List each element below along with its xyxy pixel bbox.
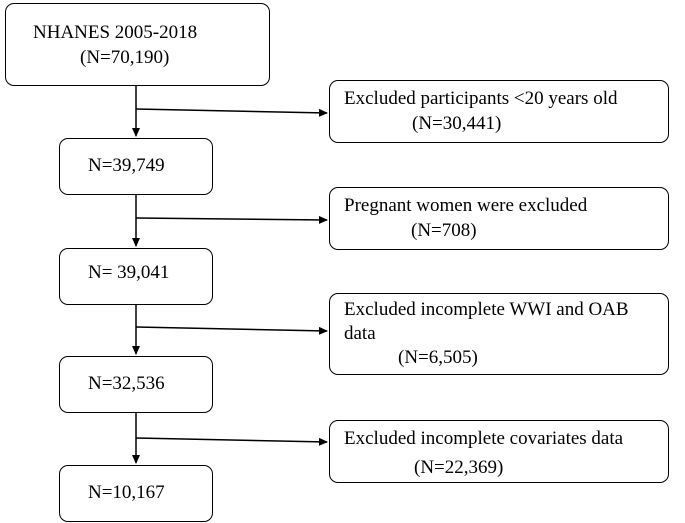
exclusion-count-4: (N=22,369) <box>414 457 504 478</box>
arrow-to-exclusion-2 <box>135 215 328 224</box>
step-count-3: N=32,536 <box>88 373 165 394</box>
exclusion-label-3-line2: data <box>344 323 376 344</box>
start-count: (N=70,190) <box>80 47 170 68</box>
exclusion-count-2: (N=708) <box>411 220 477 241</box>
exclusion-box-2: Pregnant women were excluded (N=708) <box>329 187 669 250</box>
exclusion-label-1: Excluded participants <20 years old <box>344 88 618 109</box>
exclusion-label-2: Pregnant women were excluded <box>344 195 588 216</box>
step-box-3: N=32,536 <box>59 356 213 413</box>
exclusion-count-3: (N=6,505) <box>398 347 478 368</box>
start-title: NHANES 2005-2018 <box>33 22 198 43</box>
step-box-2: N= 39,041 <box>59 248 213 305</box>
exclusion-label-3-line1: Excluded incomplete WWI and OAB <box>344 299 629 320</box>
step-count-4: N=10,167 <box>88 482 165 503</box>
arrow-to-exclusion-1 <box>135 108 328 117</box>
exclusion-box-4: Excluded incomplete covariates data (N=2… <box>329 420 669 483</box>
start-box: NHANES 2005-2018 (N=70,190) <box>5 3 270 86</box>
arrow-to-exclusion-3 <box>135 326 328 335</box>
step-box-4: N=10,167 <box>59 465 213 522</box>
step-count-1: N=39,749 <box>88 155 165 176</box>
exclusion-label-4: Excluded incomplete covariates data <box>344 428 624 449</box>
arrow-to-exclusion-4 <box>135 437 328 446</box>
exclusion-box-1: Excluded participants <20 years old (N=3… <box>329 80 669 143</box>
step-count-2: N= 39,041 <box>88 262 170 283</box>
step-box-1: N=39,749 <box>59 138 213 195</box>
exclusion-box-3: Excluded incomplete WWI and OAB data (N=… <box>329 293 669 375</box>
exclusion-count-1: (N=30,441) <box>412 113 502 134</box>
